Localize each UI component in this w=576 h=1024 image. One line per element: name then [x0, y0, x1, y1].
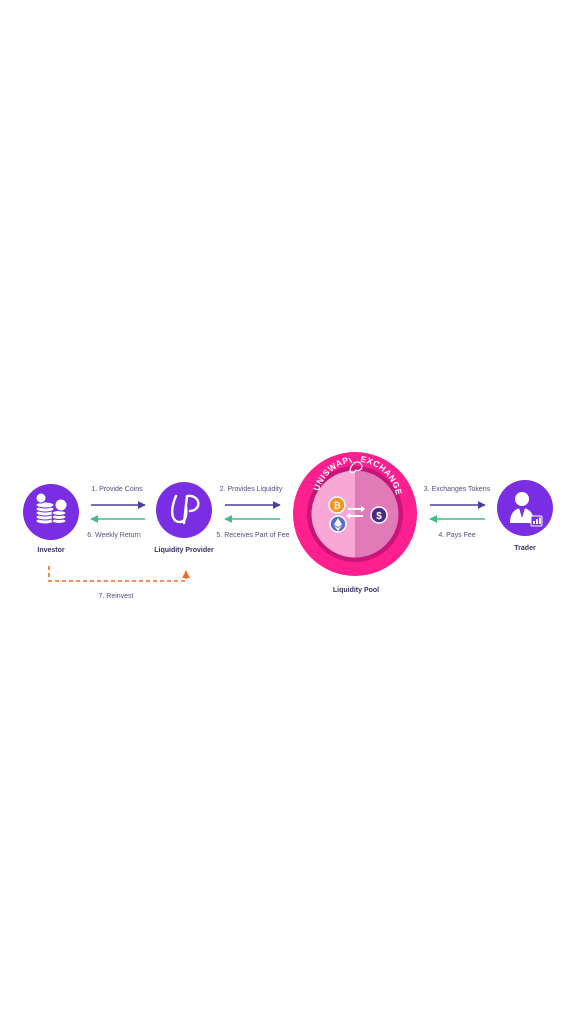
receives-fee-label: 5. Receives Part of Fee — [216, 532, 289, 539]
bitcoin-icon: ₿ — [328, 496, 346, 514]
provides-liquidity-label: 2. Provides Liquidity — [220, 486, 283, 493]
weekly-return-label: 6. Weekly Return — [87, 532, 141, 539]
pays-fee-arrow: 4. Pays Fee — [429, 515, 485, 539]
investor-node: Investor — [23, 484, 79, 554]
trader-chart-icon — [510, 492, 543, 527]
reinvest-label: 7. Reinvest — [98, 593, 133, 600]
exchanges-tokens-label: 3. Exchanges Tokens — [424, 486, 491, 493]
weekly-return-arrow: 6. Weekly Return — [87, 515, 145, 539]
pays-fee-label: 4. Pays Fee — [438, 532, 475, 539]
liquidity-provider-node: Liquidity Provider — [154, 482, 214, 554]
liquidity-provider-label: Liquidity Provider — [154, 547, 214, 554]
svg-text:₿: ₿ — [333, 501, 340, 511]
lp-logo-icon — [171, 494, 200, 525]
ethereum-icon — [329, 515, 347, 533]
coin-stack-icon — [35, 492, 68, 525]
unicorn-icon — [348, 457, 363, 474]
receives-fee-arrow: 5. Receives Part of Fee — [216, 515, 290, 539]
liquidity-pool-label: Liquidity Pool — [333, 587, 379, 594]
provide-coins-label: 1. Provide Coins — [91, 486, 143, 493]
provides-liquidity-arrow: 2. Provides Liquidity — [220, 486, 283, 509]
trader-node: Trader — [497, 480, 553, 552]
swap-arrows-icon — [346, 505, 365, 520]
investor-label: Investor — [37, 547, 65, 554]
trader-label: Trader — [514, 545, 536, 552]
svg-text:$: $ — [376, 511, 382, 522]
liquidity-pool-node: UNISWAP EXCHANGE ₿ $ — [293, 452, 417, 594]
dollar-icon: $ — [370, 506, 388, 524]
reinvest-loop: 7. Reinvest — [48, 566, 190, 600]
provide-coins-arrow: 1. Provide Coins — [91, 486, 146, 509]
exchanges-tokens-arrow: 3. Exchanges Tokens — [424, 486, 491, 509]
